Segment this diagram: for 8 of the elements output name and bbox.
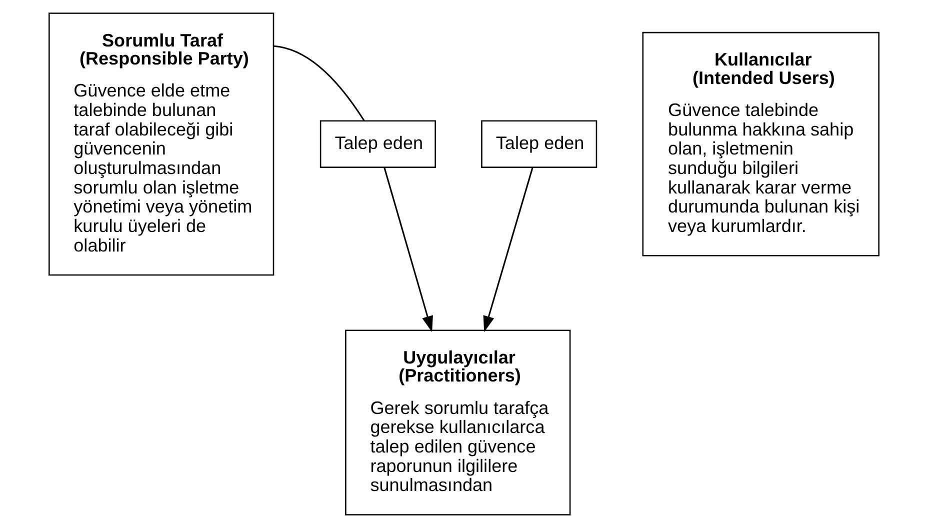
node-box: Talep eden	[480, 120, 597, 168]
connector	[273, 45, 364, 122]
node-box: Talep eden	[319, 120, 436, 168]
node-box: Uygulayıcılar (Practitioners) Gerek sorumlu tarafça gerekse kullanıcılarca talep edilen güvence raporunun ilgililere sunulmasından	[344, 330, 570, 516]
node-box: Kullanıcılar (Intended Users) Güvence talebinde bulunma hakkına sahip olan, işletmenin sunduğu bilgileri kullanarak karar verme durumunda bulunan kişi veya kurumlardır.	[642, 32, 879, 256]
node-box: Sorumlu Taraf (Responsible Party) Güvence elde etme talebinde bulunan taraf olabileceği gibi güvencenin oluşturulmasından sorumlu olan işletme yönetimi veya yönetim kurulu üyeleri de olabilir	[48, 12, 274, 276]
arrow	[482, 167, 533, 332]
arrow	[383, 167, 432, 332]
